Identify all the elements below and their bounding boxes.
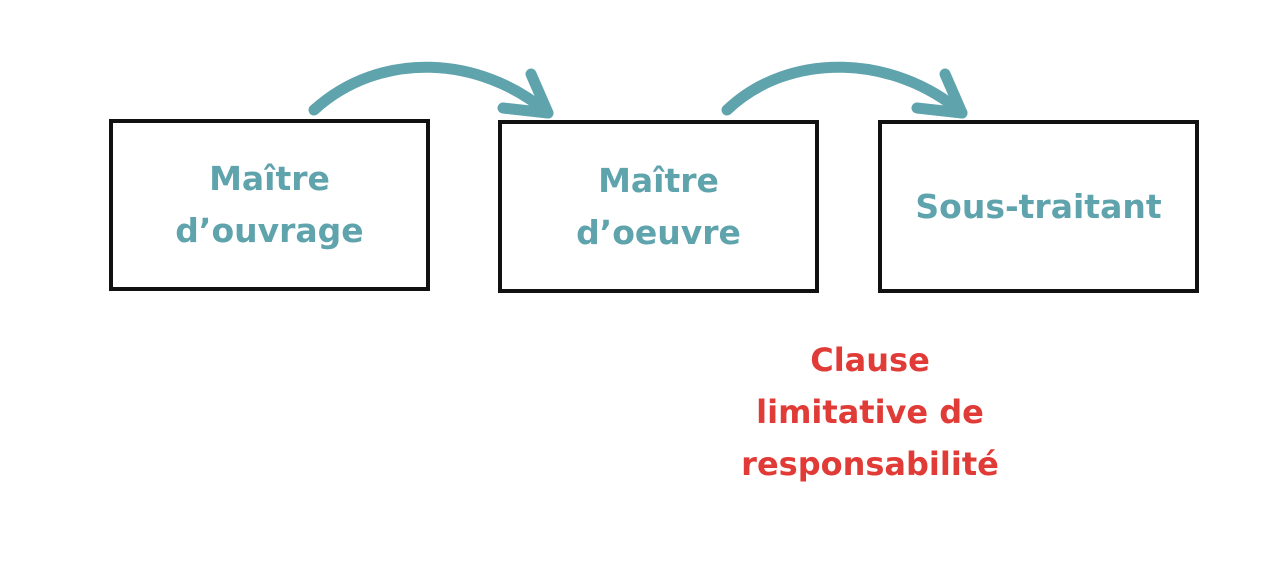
curved-arrow-icon: [721, 61, 968, 119]
box-maitre-ouvrage: Maître d’ouvrage: [109, 119, 430, 291]
curved-arrow-icon: [308, 61, 554, 119]
box-maitre-oeuvre: Maître d’oeuvre: [498, 120, 819, 293]
box-sous-traitant: Sous-traitant: [878, 120, 1199, 293]
arrow-ouvrage-to-oeuvre: [308, 61, 554, 119]
arrow-head-icon: [497, 68, 554, 119]
box-label-maitre-ouvrage: Maître d’ouvrage: [175, 159, 364, 250]
box-label-maitre-oeuvre: Maître d’oeuvre: [576, 160, 741, 252]
clause-annotation: Clause limitative de responsabilité: [741, 341, 999, 483]
arrow-oeuvre-to-soustraitant: [721, 61, 968, 119]
arrow-head-icon: [911, 68, 968, 119]
box-label-sous-traitant: Sous-traitant: [915, 186, 1162, 226]
